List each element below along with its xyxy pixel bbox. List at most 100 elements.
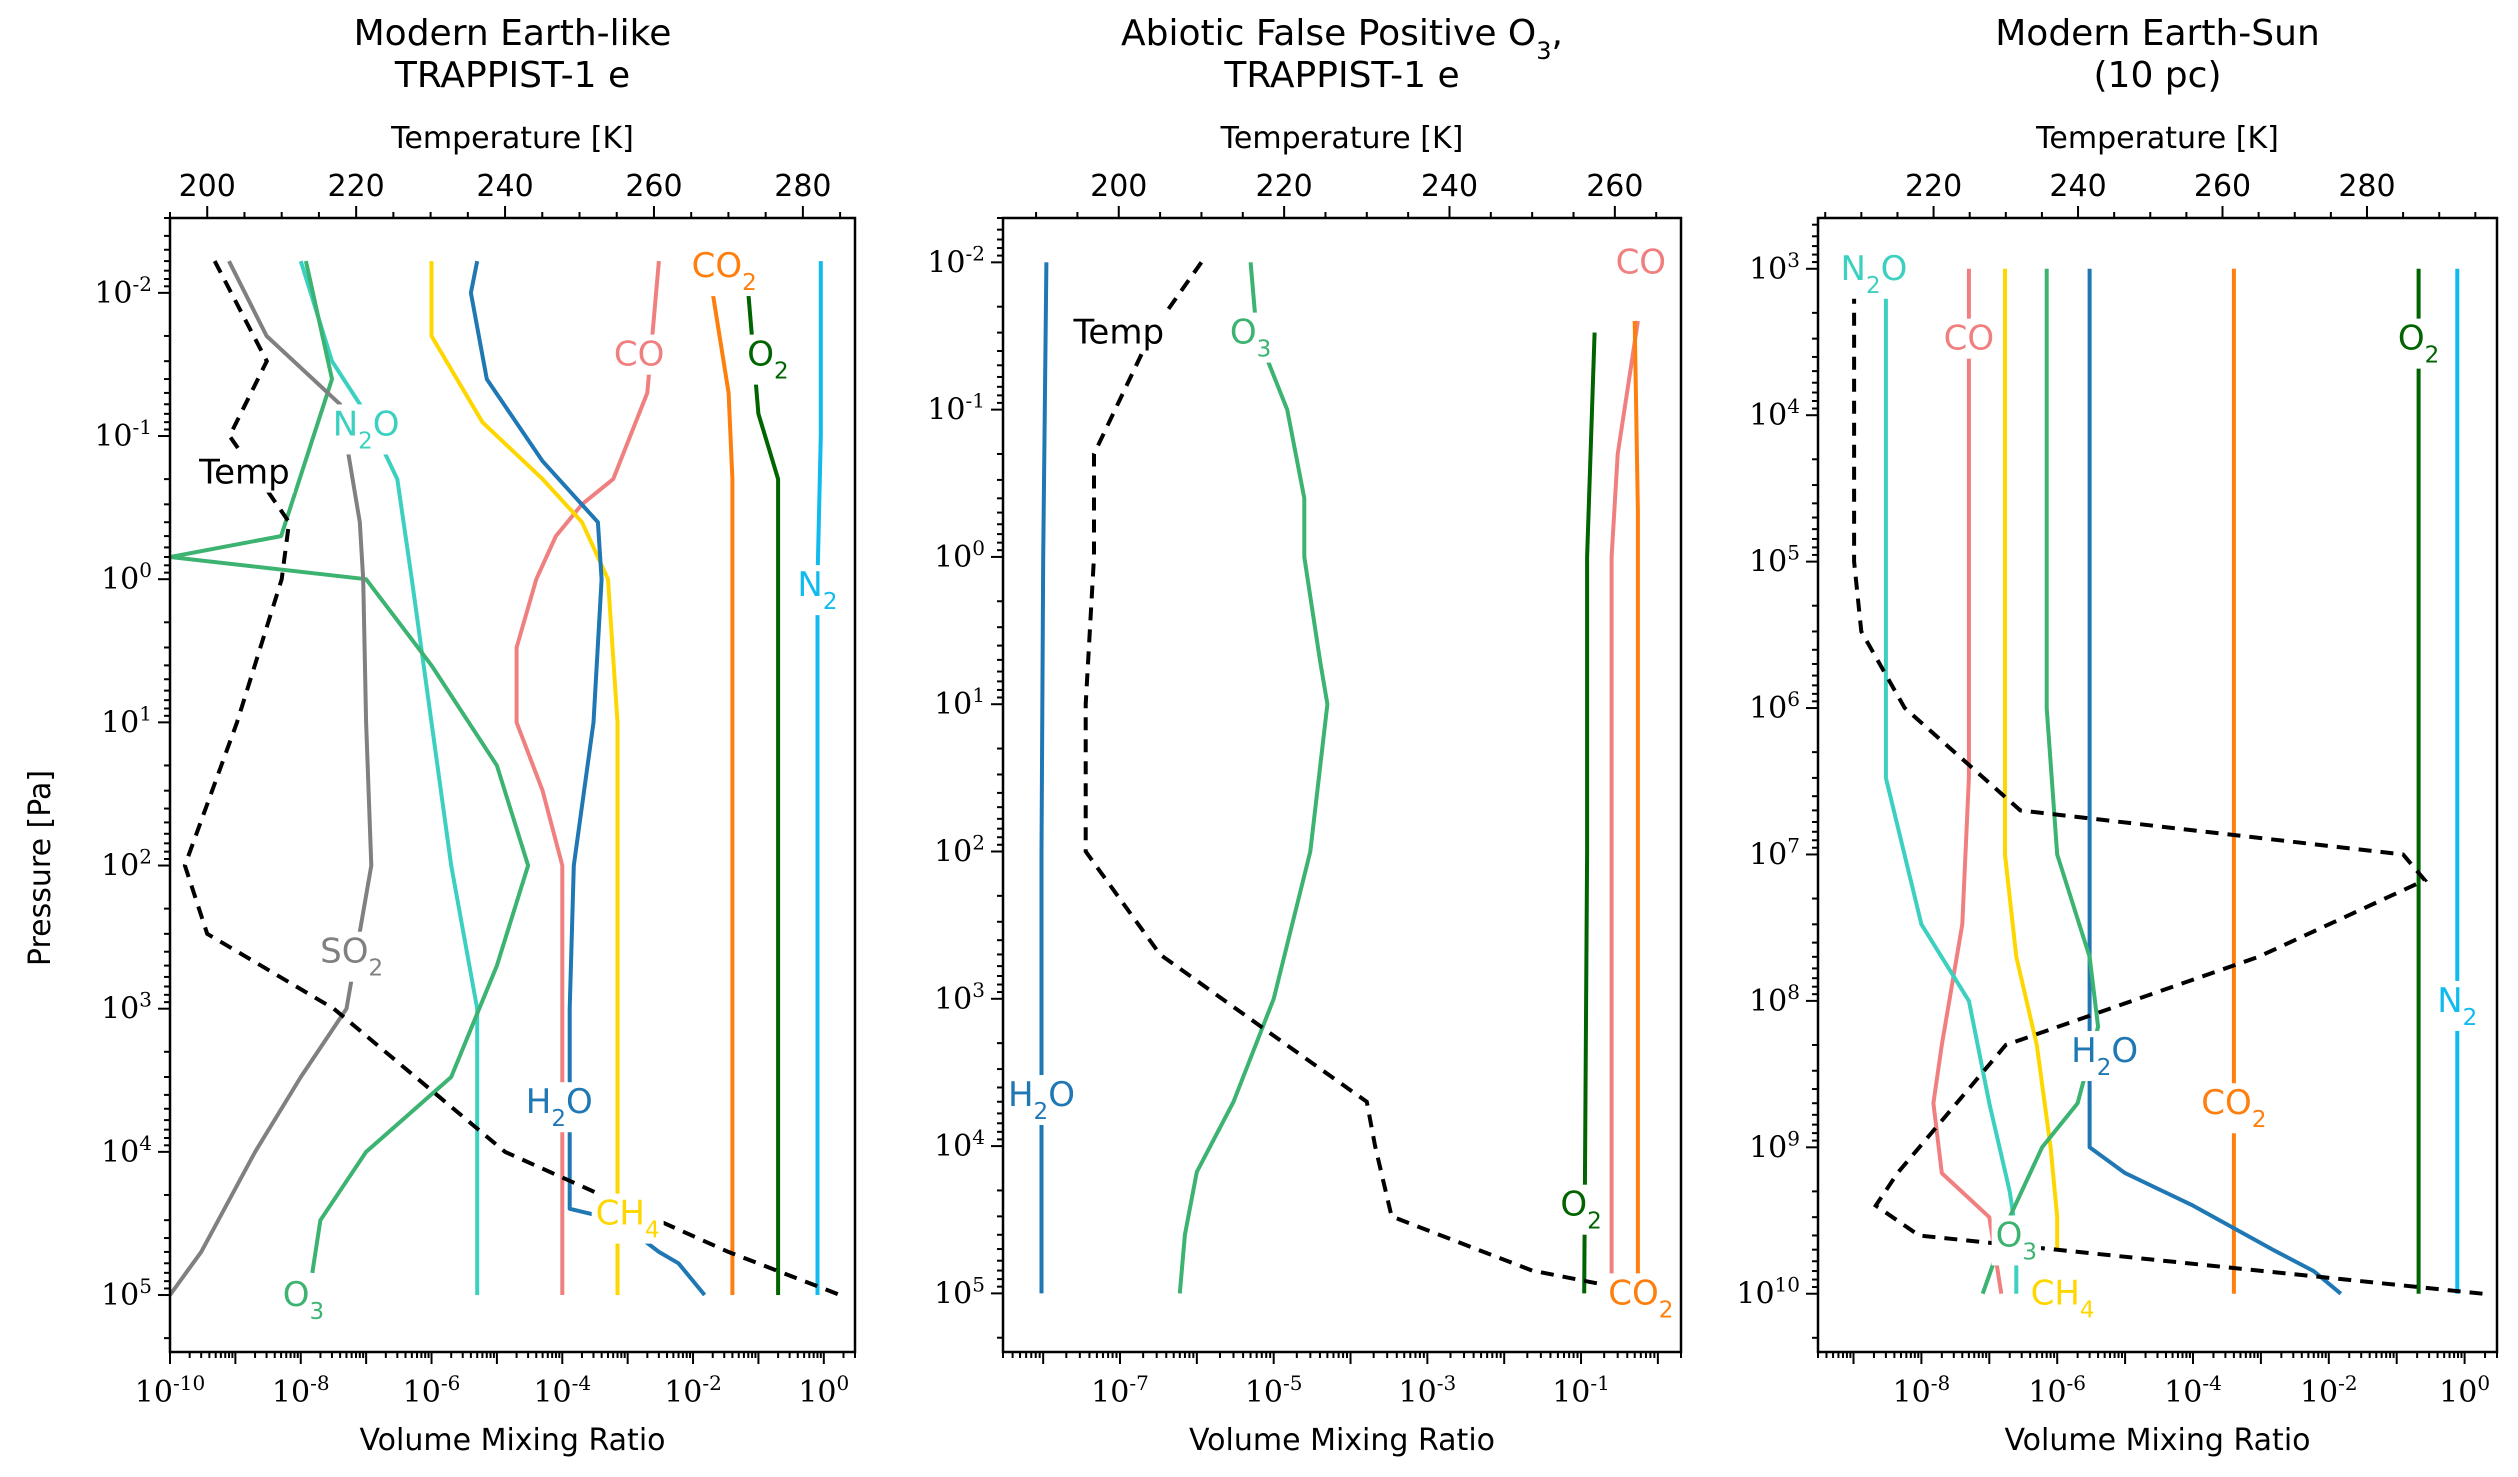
- chart-title-line-1: Modern Earth-like: [354, 13, 672, 54]
- chart-title-line-2: (10 pc): [2094, 55, 2222, 96]
- plot-area: [1852, 268, 2483, 1296]
- series-label-H2O: H2O: [1008, 1075, 1075, 1125]
- x2-tick-label: 240: [1421, 169, 1478, 204]
- x-tick-label: 100: [798, 1371, 849, 1410]
- y-tick-label: 106: [1749, 687, 1800, 726]
- x-tick-label: 10-6: [2028, 1371, 2086, 1410]
- y-tick-label: 109: [1749, 1126, 1800, 1165]
- series-label-CO2: CO2: [1608, 1273, 1673, 1323]
- y-tick-label: 104: [1749, 394, 1800, 433]
- y-tick-label: 107: [1749, 833, 1800, 872]
- x-tick-label: 10-5: [1245, 1371, 1303, 1410]
- x-tick-label: 10-3: [1399, 1371, 1457, 1410]
- series-label-CO-group: CO: [609, 334, 669, 375]
- series-label-CO2-group: CO2: [687, 246, 761, 297]
- x2-axis-label: Temperature [K]: [2035, 121, 2279, 156]
- series-label-O3: O3: [1230, 313, 1271, 363]
- x2-tick-label: 240: [476, 169, 533, 204]
- x-axis-label: Volume Mixing Ratio: [1189, 1423, 1495, 1458]
- y-tick-label: 104: [934, 1125, 985, 1164]
- y-tick-label: 10-1: [927, 389, 985, 428]
- temperature-profile-line: [1852, 268, 2483, 1296]
- series-line-H2O: [2087, 268, 2343, 1296]
- y-tick-label: 100: [934, 536, 985, 575]
- series-label-H2O-group: H2O: [1003, 1075, 1079, 1126]
- plot-area: [1039, 261, 1649, 1296]
- temperature-profile-line: [1083, 261, 1649, 1296]
- series-label-CH4-group: CH4: [2026, 1273, 2099, 1324]
- x-tick-label: 10-7: [1091, 1371, 1149, 1410]
- x2-tick-label: 280: [774, 169, 831, 204]
- series-label-H2O-group: H2O: [2067, 1031, 2143, 1082]
- series-line-O3: [170, 260, 531, 1274]
- series-label-O3-group: O3: [1225, 312, 1276, 363]
- y-tick-label: 104: [101, 1131, 152, 1170]
- series-line-SO2: [170, 260, 374, 1297]
- series-label-O3-group: O3: [278, 1275, 329, 1326]
- x2-tick-label: 260: [625, 169, 682, 204]
- x-axis-label: Volume Mixing Ratio: [2004, 1423, 2310, 1458]
- chart-title-line-1: Abiotic False Positive O3,: [1121, 13, 1563, 65]
- temperature-label: Temp: [1072, 313, 1164, 353]
- series-line-O3: [1177, 262, 1330, 1294]
- x2-tick-label: 260: [1586, 169, 1643, 204]
- series-line-N2O: [298, 260, 480, 1295]
- y-tick-label: 103: [1749, 248, 1800, 287]
- x-tick-label: 10-10: [135, 1371, 205, 1410]
- series-label-CH4: CH4: [596, 1194, 660, 1244]
- y-tick-label: 105: [1749, 541, 1800, 580]
- x-tick-label: 10-2: [2300, 1371, 2358, 1410]
- x2-axis-label: Temperature [K]: [1220, 121, 1464, 156]
- y-tick-label: 101: [101, 701, 152, 740]
- series-label-O2: O2: [1560, 1185, 1601, 1235]
- y-tick-label: 10-2: [927, 241, 985, 280]
- x-tick-label: 10-8: [1893, 1371, 1951, 1410]
- y-tick-label: 10-1: [94, 415, 152, 454]
- series-line-CO2: [710, 292, 735, 1295]
- series-label-N2-group: N2: [2433, 980, 2482, 1031]
- x2-tick-label: 220: [328, 169, 385, 204]
- series-label-CO2: CO2: [692, 246, 757, 296]
- series-line-CH4: [2003, 268, 2060, 1250]
- series-label-CH4-group: CH4: [591, 1193, 664, 1244]
- y-tick-label: 102: [934, 831, 985, 870]
- chart-title-line-2: TRAPPIST-1 e: [1223, 55, 1459, 96]
- x2-tick-label: 240: [2049, 169, 2106, 204]
- series-label-O3-group: O3: [1991, 1215, 2042, 1266]
- y-tick-label: 100: [101, 558, 152, 597]
- series-label-O2: O2: [2398, 319, 2439, 369]
- temperature-label-group: Temp: [194, 452, 294, 493]
- series-label-N2-group: N2: [793, 565, 842, 616]
- series-label-CO-group: CO: [1611, 242, 1671, 283]
- series-label-CO2-group: CO2: [1604, 1273, 1678, 1324]
- series-label-O3: O3: [283, 1275, 324, 1325]
- temperature-profile-line: [182, 260, 841, 1297]
- y-tick-label: 108: [1749, 980, 1800, 1019]
- series-label-CO2: CO2: [2201, 1083, 2266, 1133]
- y-tick-label: 102: [101, 845, 152, 884]
- series-line-H2O: [1039, 262, 1049, 1294]
- x-tick-label: 10-4: [533, 1371, 591, 1410]
- temperature-label: Temp: [198, 453, 290, 493]
- series-label-CO: CO: [1616, 242, 1667, 282]
- series-label-N2O: N2O: [333, 404, 400, 454]
- series-label-O3: O3: [1996, 1215, 2037, 1265]
- series-label-N2: N2: [797, 565, 837, 615]
- series-line-CH4: [429, 261, 620, 1295]
- shared-y-axis-label: Pressure [Pa]: [23, 770, 58, 966]
- axes-frame: [168, 216, 857, 1354]
- series-line-CO: [514, 260, 661, 1295]
- x2-tick-label: 220: [1255, 169, 1312, 204]
- series-label-N2O: N2O: [1841, 249, 1908, 299]
- x2-tick-label: 260: [2194, 169, 2251, 204]
- x2-axis-label: Temperature [K]: [390, 121, 634, 156]
- y-tick-label: 103: [101, 988, 152, 1027]
- temperature-label-group: Temp: [1068, 312, 1169, 353]
- series-label-CO-group: CO: [1939, 318, 1999, 359]
- x2-tick-label: 280: [2338, 169, 2395, 204]
- series-label-H2O: H2O: [526, 1082, 593, 1132]
